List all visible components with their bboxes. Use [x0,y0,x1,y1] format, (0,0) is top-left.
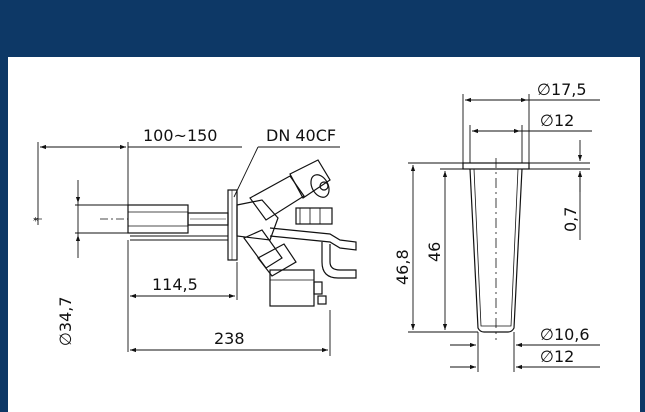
dim-flange-range: 100~150 [143,126,217,145]
tee-body [236,199,279,241]
manipulator-assembly [100,159,357,307]
lower-body [269,269,315,307]
dim-top-inner-diameter: ∅12 [540,111,574,130]
upper-port [249,175,305,221]
header-band [0,0,645,57]
right-border [640,57,645,412]
reference-mark: * [33,216,38,227]
dim-bottom-outer-diameter: ∅12 [540,347,574,366]
feedthrough [295,207,333,225]
body-cylinder [127,204,189,234]
dim-outer-height: 46,8 [393,249,412,285]
dim-diameter: ∅34,7 [56,296,75,346]
flange-dn40cf [227,189,238,261]
dim-bottom-inner-diameter: ∅10,6 [540,325,590,344]
lower-port [243,229,283,269]
dim-lip-thickness: 0,7 [561,207,580,232]
dim-top-outer-diameter: ∅17,5 [537,80,587,99]
dim-inner-height: 46 [425,242,444,262]
left-dimensions [34,142,340,356]
left-border [0,57,8,412]
upper-port-tube [289,159,331,199]
cable [269,227,357,251]
crucible [462,158,530,340]
dim-flange-label: DN 40CF [266,126,336,145]
right-dimensions [408,94,600,372]
dim-inner-length: 114,5 [152,275,198,294]
dim-total-length: 238 [214,329,245,348]
